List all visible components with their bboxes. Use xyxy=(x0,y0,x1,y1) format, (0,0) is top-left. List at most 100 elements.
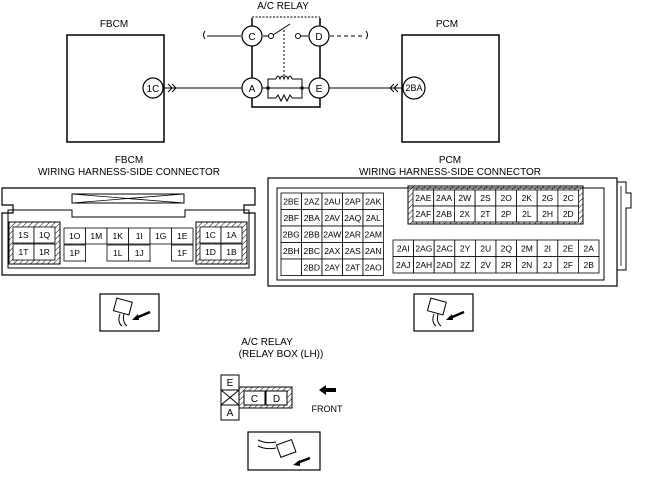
pcm-pin-2ba-label: 2BA xyxy=(405,83,422,93)
pin-label: 2BD xyxy=(303,262,320,272)
pin-label: 2AG xyxy=(415,243,432,253)
fbcm-connector-face xyxy=(7,209,250,269)
wire-break-left xyxy=(203,30,206,40)
pin-cell xyxy=(220,243,243,261)
pin-cell xyxy=(171,244,194,262)
pin-label: 2Y xyxy=(460,243,471,253)
pin-label: 1C xyxy=(205,230,216,240)
pin-label: 2AI xyxy=(397,243,410,253)
front-label: FRONT xyxy=(312,404,343,414)
pin-label: 2BE xyxy=(283,196,299,206)
pin-cell xyxy=(220,226,243,244)
relay-contact-left xyxy=(268,33,274,39)
pin-label: 2AX xyxy=(324,246,340,256)
pin-label: 1E xyxy=(177,231,188,241)
pin-label: 2A xyxy=(583,243,594,253)
wire-break-right xyxy=(365,30,368,40)
pin-label: 1J xyxy=(135,248,144,258)
pin-label: 2AF xyxy=(416,209,432,219)
pin-cell xyxy=(578,256,600,274)
relay-cell-d-label: D xyxy=(273,394,280,405)
relay-switch-arm xyxy=(272,23,291,36)
pin-label: 2Z xyxy=(460,260,470,270)
pin-cell xyxy=(171,227,194,245)
pin-label: 2R xyxy=(501,260,512,270)
pin-label: 2W xyxy=(458,193,471,203)
fbcm-view-icon xyxy=(99,293,160,332)
pin-label: 2Q xyxy=(501,243,513,253)
terminal-c-label: C xyxy=(248,32,255,43)
pin-label: 1D xyxy=(205,247,216,257)
pin-label: 2AH xyxy=(416,260,433,270)
pin-label: 2AS xyxy=(345,246,361,256)
front-arrow-icon xyxy=(319,385,336,395)
pin-label: 2S xyxy=(480,193,491,203)
pin-label: 1M xyxy=(90,231,102,241)
pcm-title: PCM xyxy=(436,19,458,30)
pin-label: 2AL xyxy=(366,213,381,223)
pin-label: 2V xyxy=(480,260,491,270)
pin-label: 1A xyxy=(226,230,237,240)
pin-label: 2N xyxy=(521,260,532,270)
pcm-view-icon xyxy=(413,293,474,332)
pin-label: 1I xyxy=(136,231,143,241)
pin-cell xyxy=(33,226,56,244)
resistor-icon xyxy=(275,93,293,103)
pin-label: 1O xyxy=(69,231,81,241)
pin-label: 2M xyxy=(521,243,533,253)
pin-label: 2AK xyxy=(365,196,381,206)
relay-coil-icon xyxy=(275,75,293,81)
pin-cell xyxy=(63,244,86,262)
pin-cell xyxy=(128,244,151,262)
relay-cell-c xyxy=(243,390,266,406)
pin-label: 2BH xyxy=(283,246,300,256)
pin-label: 2O xyxy=(500,193,512,203)
pin-label: 1T xyxy=(19,247,29,257)
pin-label: 2J xyxy=(543,260,552,270)
relay-cell-a xyxy=(220,404,240,421)
pin-label: 2AV xyxy=(325,213,341,223)
terminal-a-label: A xyxy=(249,84,256,95)
relay-cell-e-label: E xyxy=(227,378,234,389)
relay-title: A/C RELAY xyxy=(257,1,309,12)
pin-cell xyxy=(557,205,580,223)
pin-label: 2K xyxy=(522,193,533,203)
pin-label: 2D xyxy=(563,209,574,219)
pin-label: 2AQ xyxy=(344,213,361,223)
relay-contact-right xyxy=(295,33,301,39)
pcm-housing-side-tabs xyxy=(617,181,632,271)
terminal-d-label: D xyxy=(315,32,322,43)
pin-label: 2G xyxy=(542,193,553,203)
pin-label: 2BA xyxy=(304,213,320,223)
pin-label: 2BC xyxy=(303,246,320,256)
terminal-e-label: E xyxy=(316,84,323,95)
blank-pin-cell xyxy=(280,258,302,276)
pin-label: 1L xyxy=(113,248,123,258)
pin-label: 2I xyxy=(544,243,551,253)
pin-label: 2BF xyxy=(283,213,299,223)
pin-label: 1Q xyxy=(39,230,51,240)
pin-label: 2X xyxy=(460,209,471,219)
pin-label: 2AM xyxy=(365,229,382,239)
pin-label: 2BB xyxy=(304,229,320,239)
relay-box-subtitle: (RELAY BOX (LH)) xyxy=(239,349,324,360)
relay-box-layout: A/C RELAY (RELAY BOX (LH)) E A C D FRONT xyxy=(220,337,343,471)
pin-label: 2BG xyxy=(283,229,300,239)
pin-label: 2AP xyxy=(345,196,361,206)
pin-label: 2B xyxy=(583,260,594,270)
fbcm-pin-1c-label: 1C xyxy=(147,84,160,95)
pin-label: 2C xyxy=(563,193,574,203)
relay-cell-a-label: A xyxy=(227,408,234,419)
pin-label: 2T xyxy=(480,209,490,219)
pin-label: 1G xyxy=(155,231,166,241)
pin-label: 1F xyxy=(177,248,187,258)
pin-label: 1B xyxy=(226,247,237,257)
pin-label: 2L xyxy=(522,209,532,219)
pin-cell xyxy=(362,258,384,276)
pin-label: 2AC xyxy=(436,243,453,253)
pin-label: 2AU xyxy=(324,196,341,206)
pin-label: 2AB xyxy=(436,209,452,219)
